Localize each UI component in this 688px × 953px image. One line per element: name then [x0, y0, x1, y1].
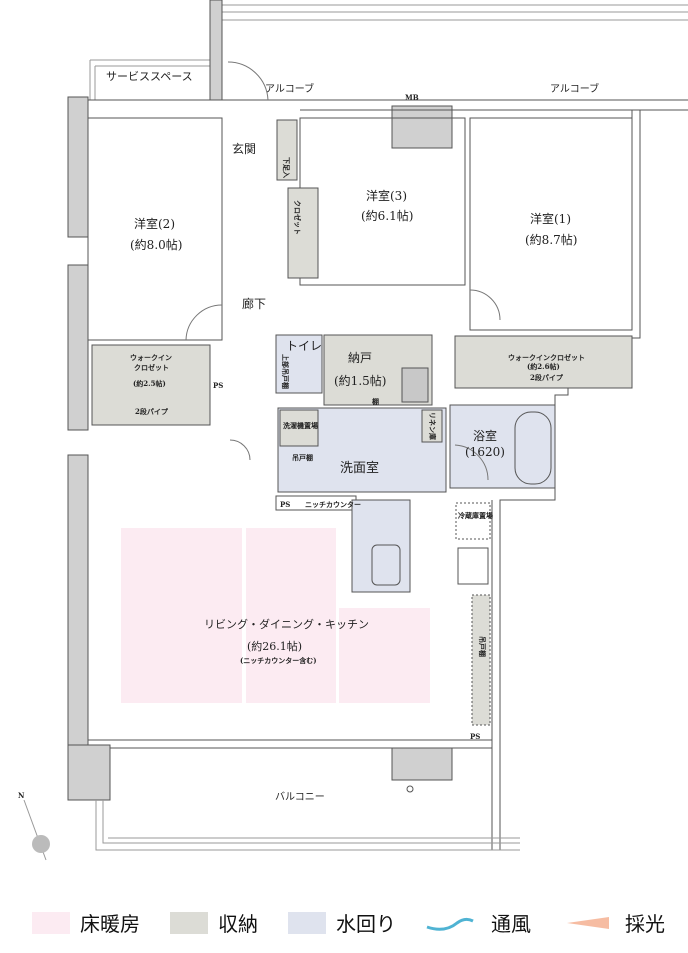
- label-storage: 納戸: [348, 351, 372, 365]
- top-balcony-rail: [210, 4, 688, 21]
- label-balcony: バルコニー: [275, 791, 325, 803]
- legend-light: 採光: [565, 908, 665, 937]
- label-wic-right-size: (約2.6帖): [527, 362, 560, 371]
- label-entrance: 玄関: [232, 141, 256, 156]
- label-washer: 洗濯機置場: [283, 421, 318, 430]
- label-storage-size: (約1.5帖): [334, 373, 386, 388]
- ldk-wall: [88, 739, 492, 749]
- wic-left: [91, 344, 211, 426]
- drain: [406, 785, 414, 793]
- legend-label: 採光: [625, 912, 665, 936]
- washer: [279, 409, 319, 447]
- legend-floor-heating: 床暖房: [32, 908, 140, 937]
- label-bath-size: (1620): [465, 445, 505, 459]
- storage-inner: [401, 367, 429, 403]
- legend-wind: 通風: [425, 908, 531, 937]
- label-bath: 浴室: [473, 428, 497, 443]
- label-wic-right: ウォークインクロゼット: [508, 353, 585, 362]
- floor-heating: [246, 528, 336, 703]
- balcony-pillar: [391, 747, 453, 781]
- kitchen-counter: [351, 499, 411, 593]
- label-wic-left: ウォークイン: [130, 353, 172, 362]
- label-western1: 洋室(1): [530, 211, 571, 226]
- closet: [287, 187, 319, 279]
- blue-swatch-icon: [288, 911, 326, 934]
- label-closet: クロゼット: [293, 200, 302, 235]
- label-wic-left-2: クロゼット: [134, 363, 169, 372]
- fridge-space: [455, 502, 491, 540]
- linen: [421, 409, 443, 443]
- label-western3-size: (約6.1帖): [361, 208, 413, 223]
- floor-heating: [121, 528, 242, 703]
- label-western1-size: (約8.7帖): [525, 232, 577, 247]
- label-ps-3: PS: [470, 732, 480, 741]
- wind-stroke-icon: [426, 917, 474, 931]
- bath: [449, 404, 556, 489]
- label-mb: MB: [405, 93, 419, 102]
- label-toilet: トイレ: [286, 339, 322, 353]
- legend-label: 床暖房: [80, 912, 140, 936]
- service-space-rail: [89, 59, 210, 100]
- shoe-cabinet: [276, 119, 298, 181]
- legend-water: 水回り: [288, 908, 396, 937]
- balcony-rail: [95, 800, 520, 851]
- western2: [87, 117, 223, 341]
- label-service-space: サービススペース: [106, 70, 193, 83]
- wall-left: [67, 264, 89, 431]
- label-upper-cabinet: 上部吊戸棚: [281, 354, 290, 389]
- label-western2-size: (約8.0帖): [130, 237, 182, 252]
- label-western3: 洋室(3): [366, 188, 407, 203]
- pink-swatch-icon: [32, 911, 70, 934]
- compass-north-label: N: [18, 791, 25, 800]
- label-ps: PS: [213, 381, 223, 390]
- kitchen-cabinet: [471, 594, 491, 726]
- label-niche-counter: ニッチカウンター: [305, 500, 361, 509]
- label-shelf: 棚: [372, 397, 379, 406]
- outer-wall: [88, 99, 688, 119]
- floor-heating: [339, 608, 430, 703]
- wic-right: [454, 335, 633, 389]
- bathtub: [514, 411, 552, 485]
- legend-storage: 収納: [170, 908, 258, 937]
- label-ldk-size: (約26.1帖): [247, 639, 302, 653]
- door-arc: [185, 61, 501, 481]
- label-ldk-note: (ニッチカウンター含む): [240, 656, 317, 665]
- stove: [457, 547, 489, 585]
- label-alcove-right: アルコーブ: [550, 82, 599, 95]
- label-corridor: 廊下: [242, 296, 266, 311]
- wall-left: [67, 96, 89, 238]
- label-shoe-cabinet: 下足入: [282, 157, 291, 178]
- label-alcove-left: アルコーブ: [265, 82, 314, 95]
- label-kitchen-cabinet: 吊戸棚: [478, 636, 487, 657]
- legend-label: 水回り: [336, 912, 396, 936]
- balcony-pillar: [67, 744, 111, 801]
- western1: [469, 117, 633, 331]
- label-hanging-cabinet: 吊戸棚: [292, 453, 313, 462]
- gray-swatch-icon: [170, 911, 208, 934]
- top-pillar: [209, 0, 223, 101]
- compass: N: [18, 791, 50, 861]
- sink: [371, 544, 401, 586]
- toilet: [275, 334, 323, 394]
- label-wic-right-pipe: 2段パイプ: [530, 373, 564, 382]
- label-wic-left-size: (約2.5帖): [133, 379, 166, 388]
- label-wic-left-pipe: 2段パイプ: [135, 407, 169, 416]
- label-washroom: 洗面室: [340, 460, 379, 476]
- label-ps-2: PS: [280, 500, 290, 509]
- legend-label: 収納: [218, 912, 258, 936]
- label-western2: 洋室(2): [134, 216, 175, 231]
- label-ldk: リビング・ダイニング・キッチン: [204, 617, 369, 631]
- label-linen: リネン庫: [428, 412, 437, 440]
- legend-label: 通風: [491, 912, 531, 936]
- label-fridge: 冷蔵庫置場: [458, 511, 493, 520]
- light-stroke-icon: [567, 916, 609, 929]
- mb-block: [391, 105, 453, 149]
- legend: 床暖房 収納 水回り 通風 採光: [0, 908, 688, 938]
